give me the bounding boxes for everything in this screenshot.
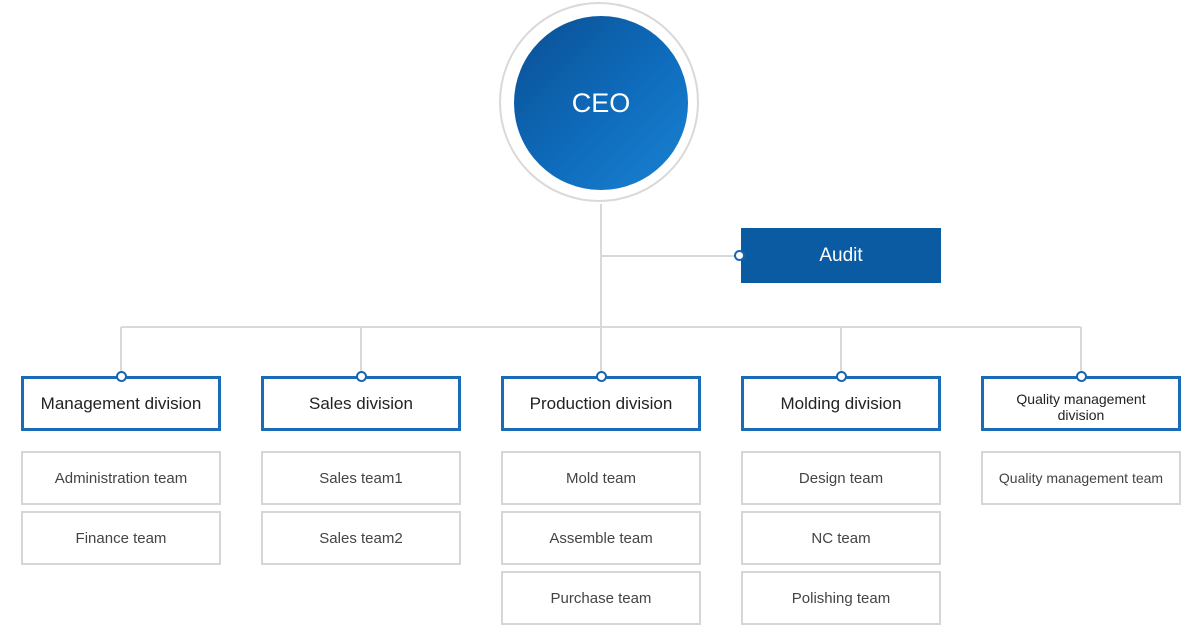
division-label: Management division xyxy=(40,393,202,413)
team-box: Assemble team xyxy=(501,511,701,565)
team-box: Purchase team xyxy=(501,571,701,625)
audit-connector-node xyxy=(734,250,745,261)
ceo-label: CEO xyxy=(571,87,631,118)
division-connector-node xyxy=(1076,371,1087,382)
ceo-circle: CEO xyxy=(514,16,688,190)
team-box: NC team xyxy=(741,511,941,565)
division-label: Molding division xyxy=(780,393,902,413)
division-connector-node xyxy=(356,371,367,382)
audit-label: Audit xyxy=(819,244,863,266)
team-label: Design team xyxy=(798,469,884,487)
team-box: Sales team2 xyxy=(261,511,461,565)
division-connector-node xyxy=(836,371,847,382)
team-label: NC team xyxy=(811,529,871,547)
division-label: Quality management division xyxy=(1016,390,1146,423)
division-quality-management: Quality management division xyxy=(981,376,1181,431)
audit-box: Audit xyxy=(741,228,941,283)
team-label: Sales team2 xyxy=(319,529,403,547)
division-label: Production division xyxy=(529,393,673,413)
division-sales: Sales division xyxy=(261,376,461,431)
team-box: Design team xyxy=(741,451,941,505)
team-label: Administration team xyxy=(54,469,188,487)
team-label: Purchase team xyxy=(550,589,652,607)
team-label: Mold team xyxy=(565,469,637,487)
division-connector-node xyxy=(116,371,127,382)
team-box: Administration team xyxy=(21,451,221,505)
team-box: Finance team xyxy=(21,511,221,565)
division-connector-node xyxy=(596,371,607,382)
team-box: Mold team xyxy=(501,451,701,505)
team-box: Polishing team xyxy=(741,571,941,625)
team-label: Sales team1 xyxy=(319,469,403,487)
team-box: Sales team1 xyxy=(261,451,461,505)
division-molding: Molding division xyxy=(741,376,941,431)
division-management: Management division xyxy=(21,376,221,431)
division-production: Production division xyxy=(501,376,701,431)
division-label: Sales division xyxy=(309,393,413,413)
team-label: Assemble team xyxy=(549,529,653,547)
team-label: Finance team xyxy=(75,529,167,547)
team-box: Quality management team xyxy=(981,451,1181,505)
team-label: Polishing team xyxy=(791,589,891,607)
team-label: Quality management team xyxy=(998,470,1164,486)
